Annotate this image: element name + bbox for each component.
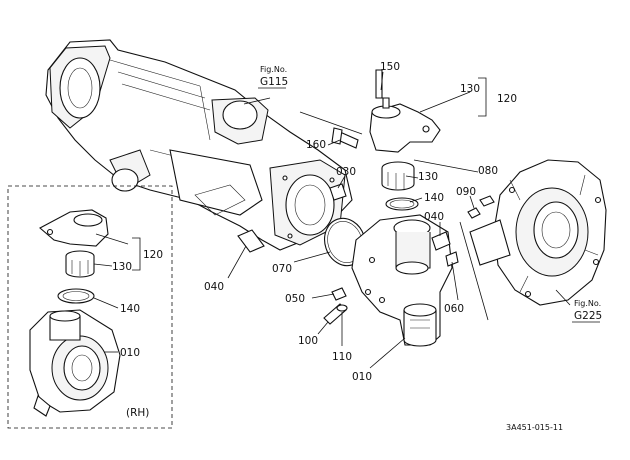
figref-g115-line2: G115 [260,76,288,88]
bolt-090 [467,195,495,219]
callout-060: 060 [444,303,464,315]
callout-090: 090 [456,186,476,198]
washer-110 [336,304,348,312]
figref-g225-line2: G225 [574,310,602,322]
callout-040-left: 040 [204,281,224,293]
kingpin-bracket-top [331,69,441,153]
bolt-030 [329,183,347,201]
callout-050: 050 [285,293,305,305]
callout-labels: 150 130 120 160 030 080 130 140 090 040 … [112,61,517,383]
inset-border [7,185,173,429]
callout-140-inset: 140 [120,303,140,315]
callout-010-mid: 010 [352,371,372,383]
callout-040-right: 040 [424,211,444,223]
bolt-040-right [431,231,459,267]
callout-030: 030 [336,166,356,178]
bushing-130 [381,161,415,191]
figref-g115-line1: Fig.No. [260,65,287,74]
plug-050 [331,287,347,301]
drawing-number: 3A451-015-11 [506,423,563,432]
callout-140-mid: 140 [424,192,444,204]
callout-080: 080 [478,165,498,177]
gear-case-g225 [469,159,607,306]
callout-100: 100 [298,335,318,347]
seal-140 [385,197,419,211]
callout-120-inset: 120 [143,249,163,261]
callout-070: 070 [272,263,292,275]
callout-010-inset: 010 [120,347,140,359]
callout-130-mid: 130 [418,171,438,183]
figref-g225: Fig.No. G225 [572,299,602,323]
callout-130-inset: 130 [112,261,132,273]
callout-160: 160 [306,139,326,151]
figref-g225-line1: Fig.No. [574,299,601,308]
inset-side-label: (RH) [126,407,149,419]
axle-housing [45,39,353,251]
callout-130-top: 130 [460,83,480,95]
inset-seal-140 [57,288,95,304]
knuckle-case-010 [351,214,453,347]
callout-120-top: 120 [497,93,517,105]
callout-110: 110 [332,351,352,363]
inset-knuckle-010 [29,309,121,417]
inset-bracket [39,209,109,247]
leader-lines [93,71,571,369]
callout-150: 150 [380,61,400,73]
inset-bushing-130 [65,250,95,278]
figref-g115: Fig.No. G115 [258,65,288,89]
